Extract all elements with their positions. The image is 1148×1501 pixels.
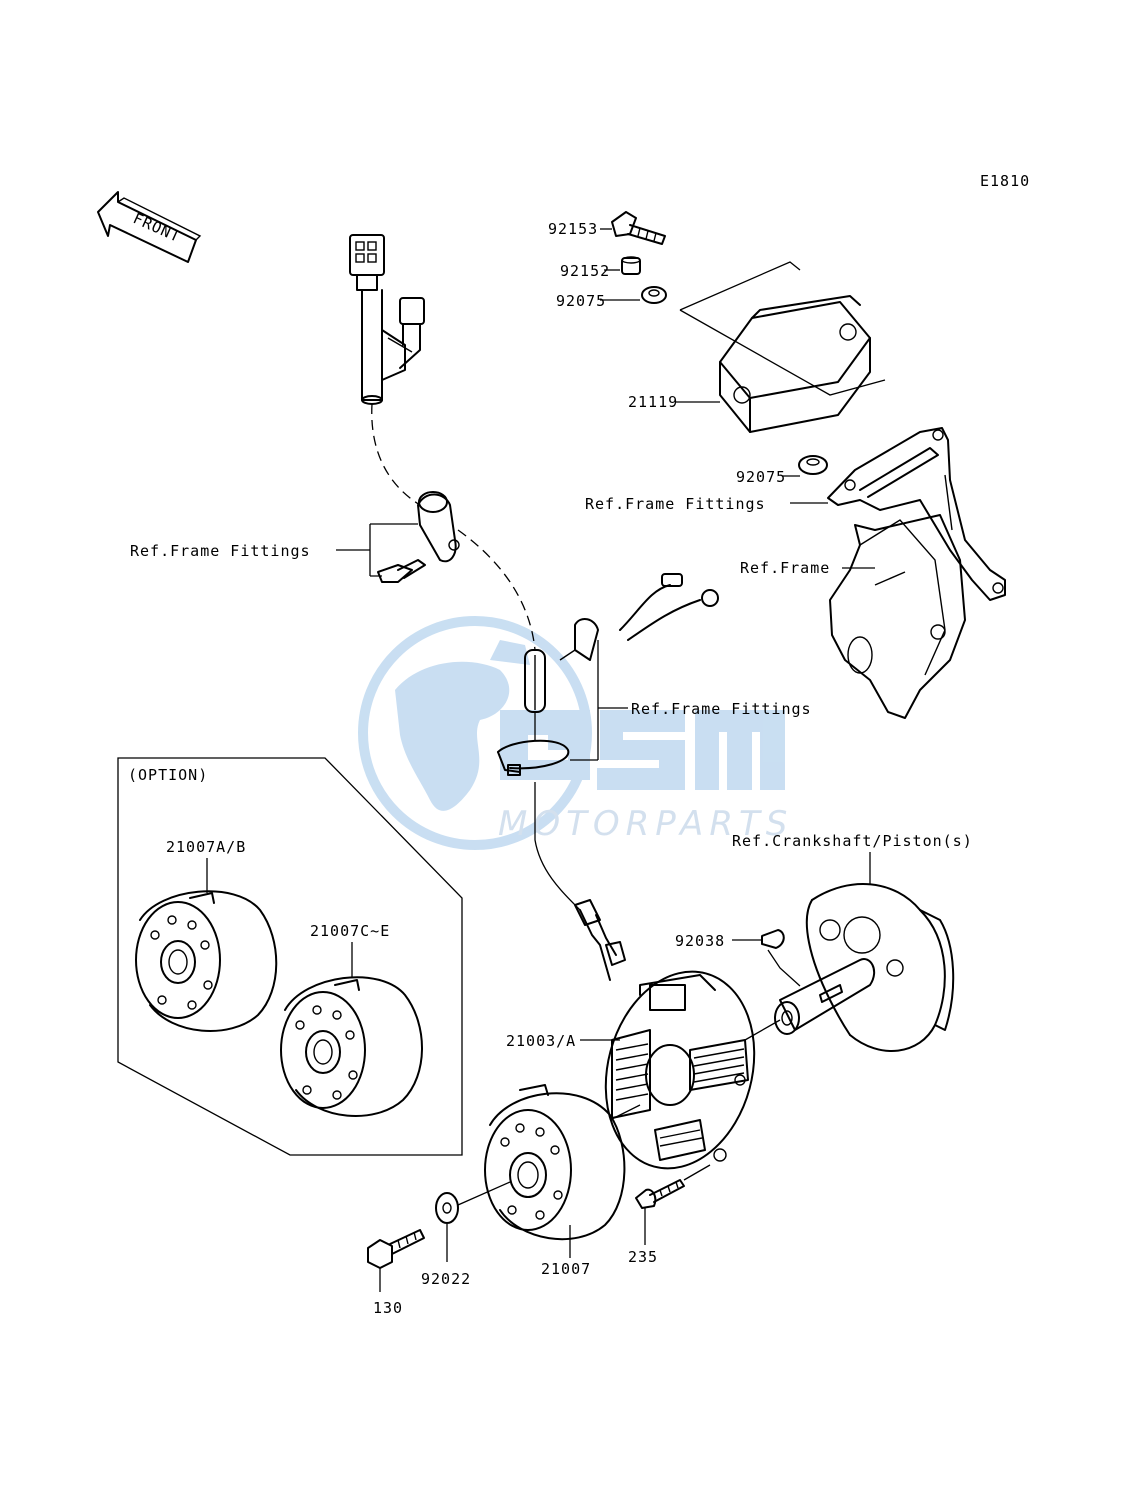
part-21007ce-label: 21007C~E [310, 922, 390, 940]
ref-frame-fittings-center-label: Ref.Frame Fittings [631, 700, 812, 718]
harness-connector [349, 234, 425, 506]
diagram-code: E1810 [980, 172, 1030, 190]
part-92075-top-label: 92075 [556, 292, 606, 310]
washer-92022 [435, 1192, 459, 1224]
front-arrow-icon: FRONT [97, 191, 202, 263]
part-21007ab-label: 21007A/B [166, 838, 246, 856]
harness-tube [497, 649, 570, 776]
option-title: (OPTION) [128, 766, 208, 784]
ref-crankshaft-label: Ref.Crankshaft/Piston(s) [732, 832, 973, 850]
part-92153-label: 92153 [548, 220, 598, 238]
key-92038 [761, 929, 785, 949]
rotor-21007 [484, 1084, 626, 1241]
part-235-label: 235 [628, 1248, 658, 1266]
stator [574, 899, 756, 1170]
grommet-92075-bottom [798, 455, 828, 475]
frame-tube [829, 514, 966, 719]
ref-frame-label: Ref.Frame [740, 559, 830, 577]
bolt-130 [367, 1229, 425, 1269]
grommet-92075-top [641, 286, 667, 304]
bolt-92153 [611, 211, 666, 245]
watermark-logo [500, 710, 785, 790]
ref-frame-fittings-left-label: Ref.Frame Fittings [130, 542, 311, 560]
rotor-21007ce [280, 976, 423, 1117]
harness-clamp [377, 491, 460, 583]
ground-lead [559, 573, 719, 661]
frame-bracket [827, 427, 1006, 601]
part-92075-bottom-label: 92075 [736, 468, 786, 486]
option-box: (OPTION) 21007A/B 21007C~E [117, 757, 463, 1156]
part-92038-label: 92038 [675, 932, 725, 950]
watermark-text: MOTORPARTS [498, 804, 793, 844]
part-21003a-label: 21003/A [506, 1032, 576, 1050]
part-130-label: 130 [373, 1299, 403, 1317]
regulator-rectifier [679, 261, 886, 433]
screw-235 [635, 1179, 685, 1209]
part-21119-label: 21119 [628, 393, 678, 411]
part-92152-label: 92152 [560, 262, 610, 280]
ref-frame-fittings-right-label: Ref.Frame Fittings [585, 495, 766, 513]
part-21007-label: 21007 [541, 1260, 591, 1278]
watermark: MOTORPARTS [358, 616, 793, 850]
collar-92152 [621, 256, 641, 275]
part-92022-label: 92022 [421, 1270, 471, 1288]
crankshaft [774, 883, 955, 1052]
rotor-21007ab [135, 890, 278, 1032]
